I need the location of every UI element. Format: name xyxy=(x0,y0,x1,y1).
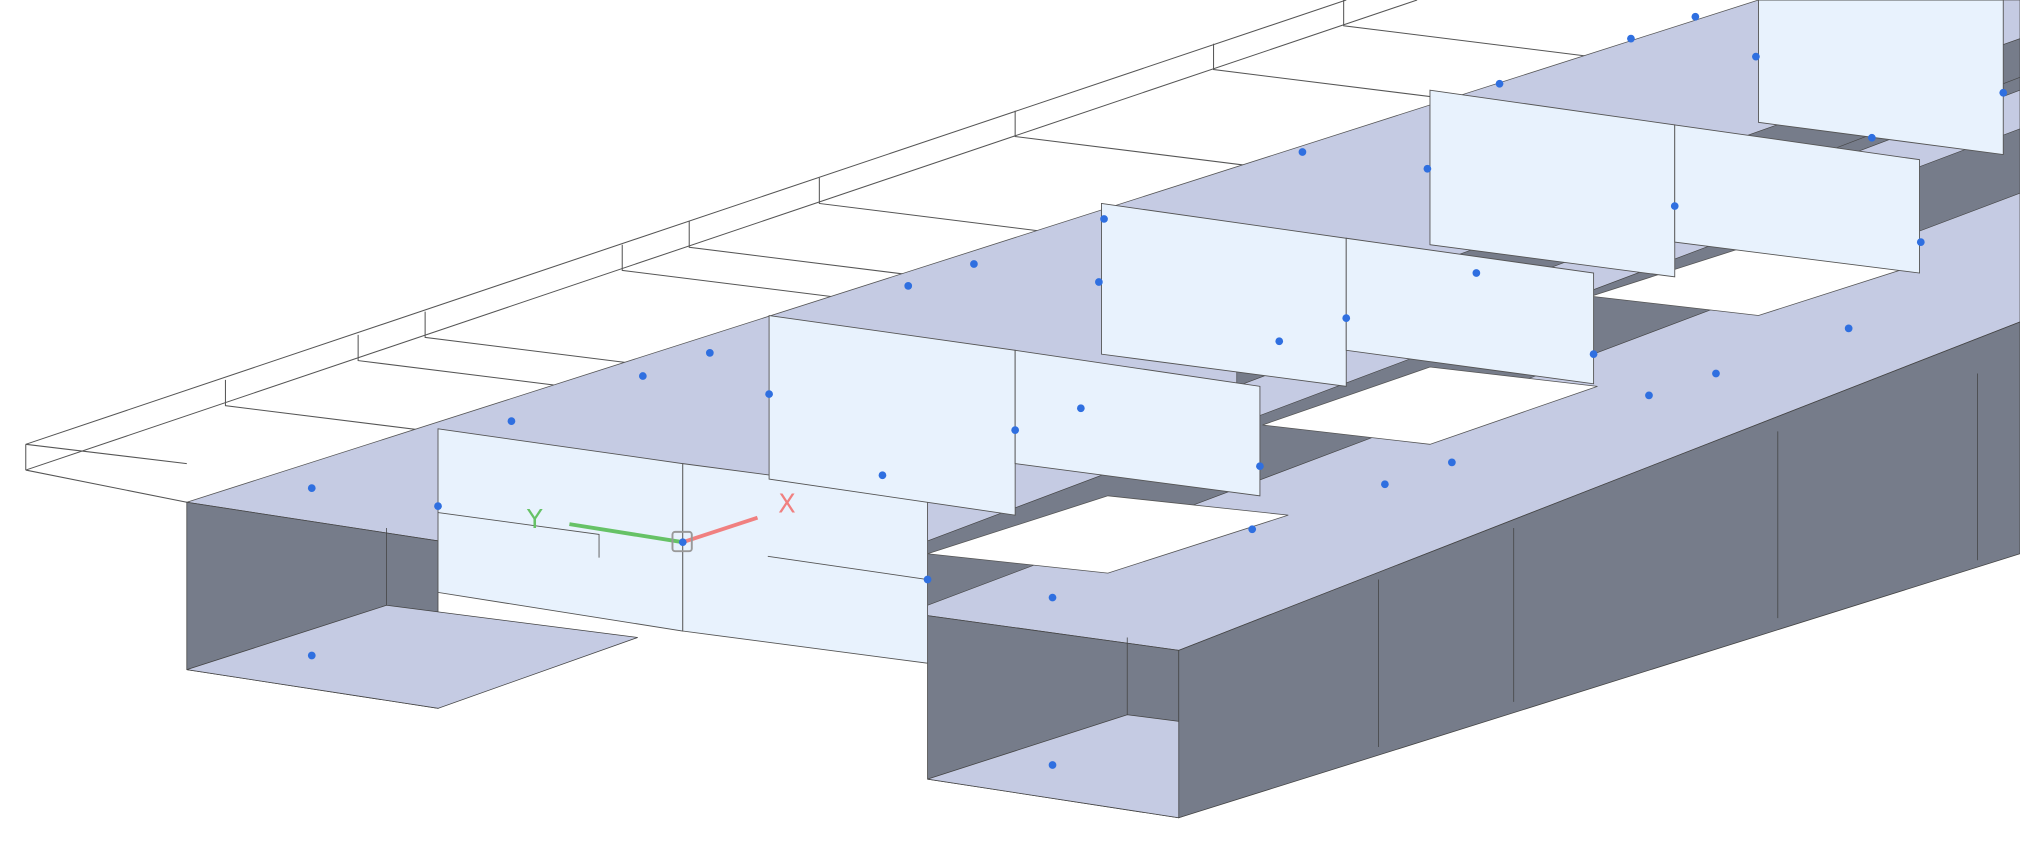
node-point[interactable] xyxy=(507,417,516,425)
node-point[interactable] xyxy=(1844,324,1853,333)
node-point[interactable] xyxy=(923,575,932,584)
node-point[interactable] xyxy=(1011,426,1020,434)
node-point[interactable] xyxy=(307,651,316,660)
y-axis-label: Y xyxy=(526,505,543,535)
node-point[interactable] xyxy=(434,502,442,510)
node-point[interactable] xyxy=(904,282,913,290)
node-point[interactable] xyxy=(1752,52,1760,61)
x-axis-line xyxy=(682,515,759,545)
node-point[interactable] xyxy=(1448,458,1456,467)
node-point[interactable] xyxy=(1076,404,1085,413)
node-point[interactable] xyxy=(1100,215,1108,223)
node-point[interactable] xyxy=(1495,79,1504,88)
node-point[interactable] xyxy=(970,260,978,268)
node-point[interactable] xyxy=(678,538,687,547)
node-point[interactable] xyxy=(878,471,887,480)
node-point[interactable] xyxy=(1248,525,1257,534)
coordinate-triad: Y X xyxy=(526,490,796,553)
node-point[interactable] xyxy=(1298,148,1307,156)
node-point[interactable] xyxy=(1867,133,1876,142)
node-point[interactable] xyxy=(1670,202,1679,210)
node-point[interactable] xyxy=(307,484,316,492)
node-point[interactable] xyxy=(1048,593,1057,602)
node-point[interactable] xyxy=(1589,350,1598,359)
node-point[interactable] xyxy=(705,349,714,357)
node-point[interactable] xyxy=(1275,337,1284,346)
node-point[interactable] xyxy=(1472,269,1481,277)
node-point[interactable] xyxy=(1999,88,2008,97)
origin-square-icon[interactable] xyxy=(671,530,693,553)
node-point[interactable] xyxy=(1916,238,1925,246)
node-point[interactable] xyxy=(1627,34,1635,43)
diaphragm-panels xyxy=(437,0,2004,664)
node-points xyxy=(307,12,2008,769)
node-point[interactable] xyxy=(765,390,773,398)
node-point[interactable] xyxy=(1423,164,1432,173)
node-point[interactable] xyxy=(1691,12,1700,21)
left-box-girder xyxy=(186,501,638,709)
node-point[interactable] xyxy=(1712,369,1720,378)
y-axis-line xyxy=(569,522,684,545)
x-axis-label: X xyxy=(778,490,796,520)
node-point[interactable] xyxy=(1048,761,1057,769)
node-point[interactable] xyxy=(1381,480,1389,489)
node-point[interactable] xyxy=(1645,391,1653,400)
node-point[interactable] xyxy=(638,372,647,380)
right-box-girder xyxy=(927,321,2020,819)
node-point[interactable] xyxy=(1256,462,1264,471)
node-point[interactable] xyxy=(1342,314,1351,322)
node-point[interactable] xyxy=(1095,278,1103,286)
